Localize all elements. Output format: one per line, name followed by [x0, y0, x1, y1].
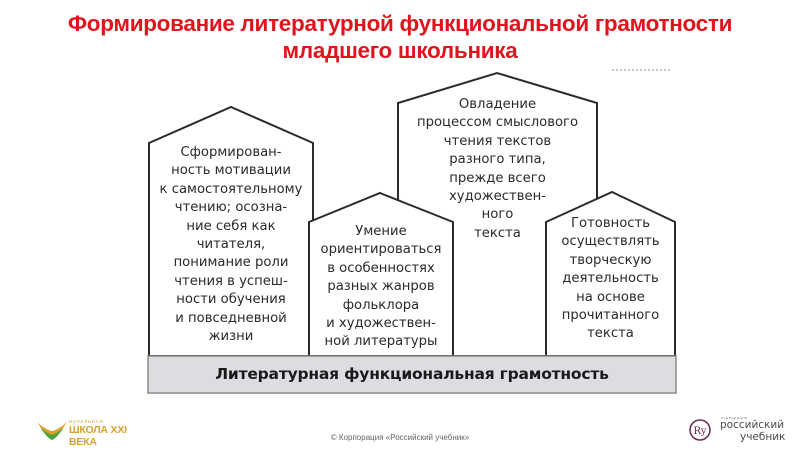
svg-text:Ry: Ry: [693, 426, 706, 437]
logo-left-small: НАЧАЛЬНАЯ: [69, 419, 104, 424]
title-line-2: младшего школьника: [282, 38, 518, 63]
house-semantic-reading-text: Овладение процессом смыслового чтения те…: [416, 97, 579, 241]
house-genres-text: Умение ориентироваться в особенностях ра…: [320, 224, 442, 350]
wings-icon: [37, 422, 67, 440]
logo-russian-textbook: Ry корпорация российский учебник: [688, 415, 798, 445]
ry-badge-icon: Ry: [689, 419, 711, 441]
title-line-1: Формирование литературной функциональной…: [67, 11, 733, 36]
slide-title: Формирование литературной функциональной…: [0, 10, 800, 64]
house-creative-text: Готовность осуществлять творческую деяте…: [561, 216, 660, 342]
logo-left-big: ШКОЛА XXI ВЕКА: [69, 424, 127, 448]
logo-right-small: корпорация: [721, 415, 748, 420]
copyright: © Корпорация «Российский учебник»: [330, 433, 470, 442]
logo-school-21-century: НАЧАЛЬНАЯ ШКОЛА XXI ВЕКА: [36, 418, 156, 448]
house-motivation-text: Сформирован- ность мотивации к самостоят…: [159, 145, 303, 345]
foundation-label: Литературная функциональная грамотность: [215, 365, 609, 383]
logo-right-line1: российский: [720, 419, 785, 431]
logo-right-line2: учебник: [740, 431, 786, 443]
foundation-bar: [147, 355, 677, 394]
faint-page-mark: [612, 69, 670, 73]
